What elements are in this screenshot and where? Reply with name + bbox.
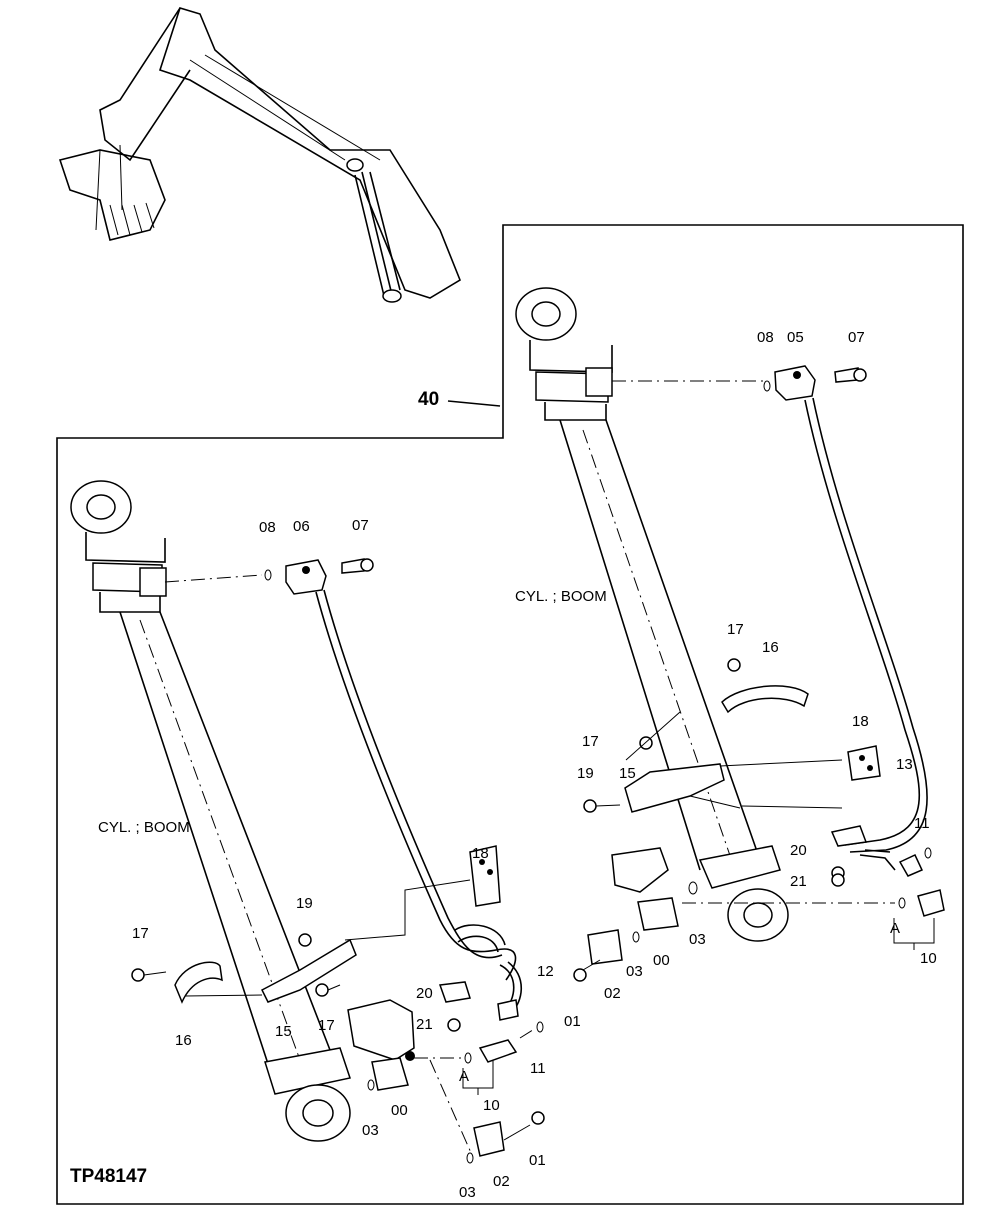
callout-02-right: 02 <box>604 985 621 1002</box>
callout-02-left: 02 <box>493 1173 510 1190</box>
callout-19-left: 19 <box>296 895 313 912</box>
callout-15-right: 15 <box>619 765 636 782</box>
bracket-10-right <box>893 918 935 950</box>
caption-cylinder-boom-right: CYL. ; BOOM <box>515 588 607 605</box>
callout-00-left: 00 <box>391 1102 408 1119</box>
group-leader-line <box>447 400 501 407</box>
figure-code: TP48147 <box>70 1166 147 1187</box>
callout-10-left: 10 <box>483 1097 500 1114</box>
callout-17-left-mid: 17 <box>318 1017 335 1034</box>
callout-03-right-upper: 03 <box>689 931 706 948</box>
callout-21-right: 21 <box>790 873 807 890</box>
bracket-10-left <box>462 1060 494 1095</box>
callout-05: 05 <box>787 329 804 346</box>
boom-cylinder-right <box>515 287 789 942</box>
callout-20-right: 20 <box>790 842 807 859</box>
callout-13: 13 <box>896 756 913 773</box>
excavator-overview-sketch <box>58 7 461 303</box>
pipe-assembly-right <box>573 365 945 982</box>
callout-08-left: 08 <box>259 519 276 536</box>
callout-00-right: 00 <box>653 952 670 969</box>
pipe-assembly-left <box>131 558 545 1164</box>
caption-cylinder-boom-left: CYL. ; BOOM <box>98 819 190 836</box>
callout-01-left: 01 <box>529 1152 546 1169</box>
ref-letter-a-right: A <box>890 920 900 937</box>
callout-18-left: 18 <box>472 845 489 862</box>
callout-21-left: 21 <box>416 1016 433 1033</box>
callout-16-left: 16 <box>175 1032 192 1049</box>
callout-12: 12 <box>537 963 554 980</box>
callout-18-right: 18 <box>852 713 869 730</box>
callout-16-right: 16 <box>762 639 779 656</box>
callout-19-right: 19 <box>577 765 594 782</box>
inset-frame <box>56 224 964 1205</box>
callout-03-left-upper: 03 <box>362 1122 379 1139</box>
callout-07-right: 07 <box>848 329 865 346</box>
boom-cylinder-left <box>70 480 351 1142</box>
callout-08-right: 08 <box>757 329 774 346</box>
callout-06: 06 <box>293 518 310 535</box>
callout-10-right: 10 <box>920 950 937 967</box>
callout-03-left-lower: 03 <box>459 1184 476 1201</box>
callout-17-right-top: 17 <box>727 621 744 638</box>
ref-letter-a-left: A <box>459 1068 469 1085</box>
callout-15-left: 15 <box>275 1023 292 1040</box>
callout-17-right-mid: 17 <box>582 733 599 750</box>
callout-11-left: 11 <box>530 1060 546 1077</box>
callout-11-right: 11 <box>914 815 930 832</box>
callout-17-left-top: 17 <box>132 925 149 942</box>
callout-20-left: 20 <box>416 985 433 1002</box>
callout-01-right: 01 <box>564 1013 581 1030</box>
callout-07-left: 07 <box>352 517 369 534</box>
callout-03-right-lower: 03 <box>626 963 643 980</box>
group-number: 40 <box>418 389 439 410</box>
